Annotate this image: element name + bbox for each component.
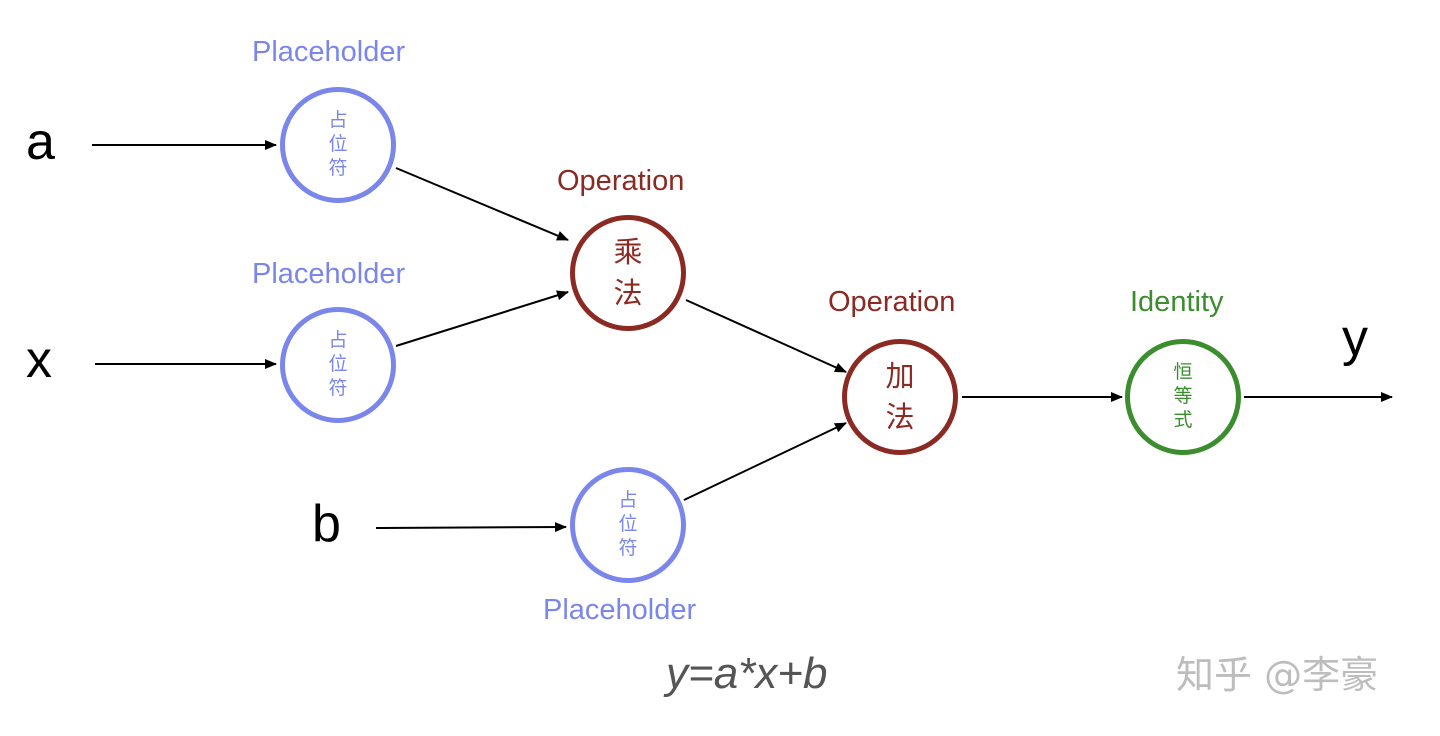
node-char: 占 [328, 329, 348, 352]
node-char: 乘 [613, 235, 643, 270]
add-node: 加 法 [842, 339, 958, 455]
watermark-text: 知乎 @李豪 [1176, 653, 1379, 697]
placeholder-x-node: 占 位 符 [280, 307, 396, 423]
node-char: 法 [613, 276, 643, 310]
node-char: 位 [328, 353, 348, 376]
node-char: 符 [618, 536, 638, 559]
edge-multiply-to-add [685, 299, 847, 373]
node-char: 等 [1173, 385, 1193, 408]
placeholder-x-type-label: Placeholder [252, 258, 406, 290]
node-char: 位 [328, 133, 348, 156]
placeholder-a-node: 占 位 符 [280, 87, 396, 203]
multiply-node: 乘 法 [570, 215, 686, 331]
multiply-type-label: Operation [557, 165, 685, 197]
edge-placeholder-b-to-add [683, 422, 847, 501]
node-char: 占 [328, 109, 348, 132]
output-y-label: y [1342, 309, 1368, 367]
node-char: 恒 [1173, 361, 1193, 384]
edge-b-to-placeholder [375, 522, 567, 533]
edge-placeholder-a-to-multiply [395, 167, 569, 241]
formula-caption: y=a*x+b [666, 649, 828, 698]
add-type-label: Operation [828, 286, 956, 318]
identity-type-label: Identity [1130, 286, 1224, 318]
input-a-label: a [26, 113, 55, 171]
placeholder-b-type-label: Placeholder [543, 594, 697, 626]
placeholder-b-node: 占 位 符 [570, 467, 686, 583]
node-char: 式 [1173, 408, 1193, 431]
node-char: 加 [885, 359, 915, 394]
identity-node: 恒 等 式 [1125, 339, 1241, 455]
node-char: 符 [328, 156, 348, 179]
node-char: 占 [618, 489, 638, 512]
node-char: 法 [885, 400, 915, 434]
node-char: 符 [328, 376, 348, 399]
input-b-label: b [312, 495, 341, 553]
input-x-label: x [26, 331, 52, 389]
placeholder-a-type-label: Placeholder [252, 36, 406, 68]
edge-placeholder-x-to-multiply [395, 290, 569, 347]
node-char: 位 [618, 513, 638, 536]
